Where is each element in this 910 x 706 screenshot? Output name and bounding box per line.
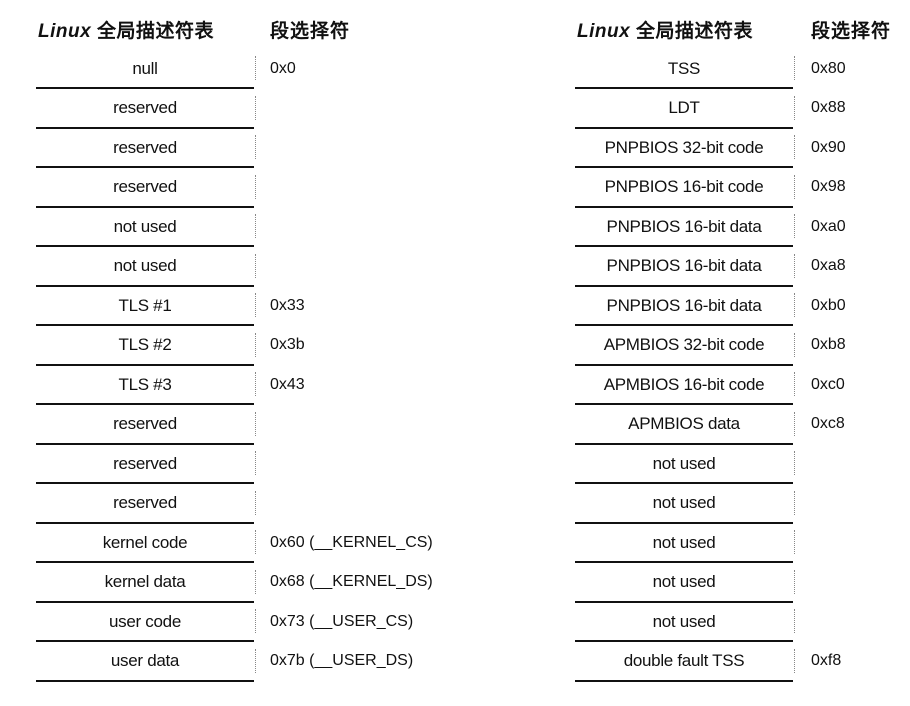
row-edge-mark bbox=[794, 569, 796, 594]
header-linux-italic: Linux bbox=[577, 21, 631, 42]
segment-selector: 0xf8 bbox=[811, 652, 842, 669]
row-edge-mark bbox=[255, 490, 257, 515]
row-edge-mark bbox=[255, 648, 257, 673]
segment-selector: 0x33 bbox=[270, 296, 305, 314]
header-desc-text: 全局描述符表 bbox=[91, 21, 214, 42]
row-edge-mark bbox=[255, 95, 257, 120]
segment-selector: 0x60 (__KERNEL_CS) bbox=[270, 533, 433, 551]
row-edge-mark bbox=[794, 332, 796, 357]
descriptor-label: PNPBIOS 16-bit data bbox=[575, 208, 793, 247]
segment-selector: 0x0 bbox=[270, 59, 296, 77]
segment-selector: 0x73 (__USER_CS) bbox=[270, 612, 414, 630]
segment-selector: 0xb8 bbox=[811, 336, 846, 353]
descriptor-label: not used bbox=[36, 208, 254, 247]
descriptor-label: not used bbox=[575, 564, 793, 603]
segment-selector: 0x98 bbox=[811, 178, 846, 195]
row-edge-mark bbox=[255, 135, 257, 159]
segment-selector: 0xb0 bbox=[811, 296, 846, 314]
row-edge-mark bbox=[794, 293, 796, 317]
row-edge-mark bbox=[255, 332, 257, 357]
descriptor-label: LDT bbox=[575, 90, 793, 129]
descriptor-label: not used bbox=[36, 248, 254, 287]
segment-selector: 0x68 (__KERNEL_DS) bbox=[270, 573, 433, 590]
row-edge-mark bbox=[255, 56, 257, 80]
segment-selector: 0xa0 bbox=[811, 217, 846, 235]
descriptor-label: reserved bbox=[36, 129, 254, 168]
row-edge-mark bbox=[255, 174, 257, 199]
descriptor-label: reserved bbox=[36, 406, 254, 445]
row-edge-mark bbox=[794, 135, 796, 159]
descriptor-label: APMBIOS 32-bit code bbox=[575, 327, 793, 366]
descriptor-label: reserved bbox=[36, 445, 254, 484]
descriptor-label: reserved bbox=[36, 169, 254, 208]
segment-selector: 0x43 bbox=[270, 375, 305, 393]
descriptor-label: null bbox=[36, 50, 254, 89]
descriptor-label: not used bbox=[575, 603, 793, 642]
descriptor-table-header: Linux 全局描述符表 bbox=[577, 16, 753, 43]
row-edge-mark bbox=[255, 411, 257, 436]
row-edge-mark bbox=[255, 214, 257, 238]
descriptor-label: reserved bbox=[36, 485, 254, 524]
row-edge-mark bbox=[794, 411, 796, 436]
descriptor-label: kernel code bbox=[36, 524, 254, 563]
descriptor-label: user data bbox=[36, 643, 254, 682]
descriptor-label: APMBIOS 16-bit code bbox=[575, 366, 793, 405]
row-edge-mark bbox=[255, 609, 257, 633]
row-edge-mark bbox=[255, 530, 257, 554]
selector-header: 段选择符 bbox=[270, 21, 351, 42]
descriptor-label: TLS #2 bbox=[36, 327, 254, 366]
segment-selector: 0x7b (__USER_DS) bbox=[270, 652, 414, 669]
row-edge-mark bbox=[794, 372, 796, 396]
descriptor-label: PNPBIOS 16-bit data bbox=[575, 287, 793, 326]
descriptor-label: TLS #1 bbox=[36, 287, 254, 326]
row-edge-mark bbox=[794, 95, 796, 120]
descriptor-label: PNPBIOS 32-bit code bbox=[575, 129, 793, 168]
descriptor-label: double fault TSS bbox=[575, 643, 793, 682]
descriptor-label: not used bbox=[575, 445, 793, 484]
descriptor-label: TLS #3 bbox=[36, 366, 254, 405]
row-edge-mark bbox=[255, 253, 257, 278]
descriptor-label: not used bbox=[575, 485, 793, 524]
segment-selector: 0xc0 bbox=[811, 375, 845, 393]
descriptor-label: PNPBIOS 16-bit code bbox=[575, 169, 793, 208]
descriptor-label: TSS bbox=[575, 50, 793, 89]
descriptor-label: not used bbox=[575, 524, 793, 563]
descriptor-label: APMBIOS data bbox=[575, 406, 793, 445]
descriptor-table-header: Linux 全局描述符表 bbox=[38, 16, 214, 43]
descriptor-label: PNPBIOS 16-bit data bbox=[575, 248, 793, 287]
selector-header: 段选择符 bbox=[811, 21, 892, 42]
row-edge-mark bbox=[255, 372, 257, 396]
row-edge-mark bbox=[255, 569, 257, 594]
segment-selector: 0xa8 bbox=[811, 257, 846, 274]
row-edge-mark bbox=[255, 293, 257, 317]
segment-selector: 0x3b bbox=[270, 336, 305, 353]
header-linux-italic: Linux bbox=[38, 21, 92, 42]
row-edge-mark bbox=[794, 253, 796, 278]
row-edge-mark bbox=[794, 214, 796, 238]
segment-selector: 0x80 bbox=[811, 59, 846, 77]
row-edge-mark bbox=[794, 451, 796, 475]
row-edge-mark bbox=[255, 451, 257, 475]
row-edge-mark bbox=[794, 648, 796, 673]
segment-selector: 0xc8 bbox=[811, 415, 845, 432]
row-edge-mark bbox=[794, 490, 796, 515]
descriptor-label: reserved bbox=[36, 90, 254, 129]
row-edge-mark bbox=[794, 56, 796, 80]
row-edge-mark bbox=[794, 174, 796, 199]
segment-selector: 0x90 bbox=[811, 138, 846, 156]
header-desc-text: 全局描述符表 bbox=[630, 21, 753, 42]
descriptor-label: user code bbox=[36, 603, 254, 642]
row-edge-mark bbox=[794, 609, 796, 633]
segment-selector: 0x88 bbox=[811, 99, 846, 116]
row-edge-mark bbox=[794, 530, 796, 554]
descriptor-label: kernel data bbox=[36, 564, 254, 603]
